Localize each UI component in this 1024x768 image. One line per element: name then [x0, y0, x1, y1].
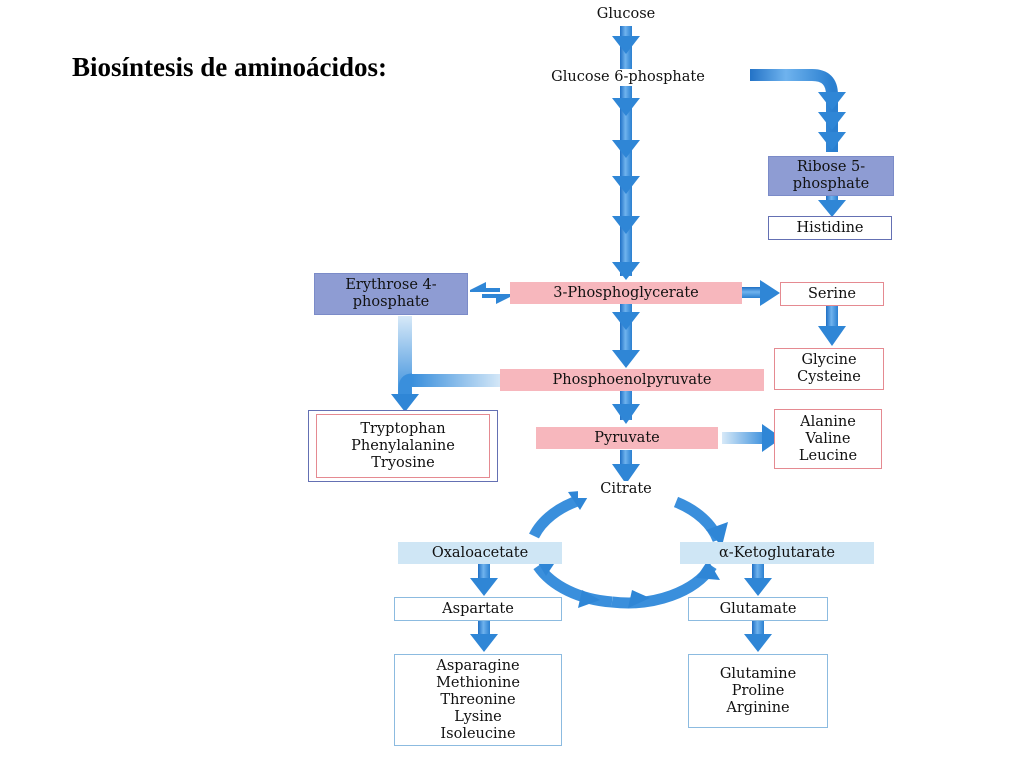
- node-aspartate: Aspartate: [394, 597, 562, 621]
- trunk-arrow-glucose-to-3pg: [612, 26, 640, 280]
- node-aromatic-amino-acids: Tryptophan Phenylalanine Tryosine: [316, 414, 490, 478]
- node-alanine-label: Alanine: [800, 413, 856, 430]
- arrow-erythrose-3pg: [470, 282, 512, 304]
- arrow-serine-to-glycine: [818, 306, 846, 346]
- node-aspartate-family: Asparagine Methionine Threonine Lysine I…: [394, 654, 562, 746]
- arrow-glutamate-to-family: [744, 620, 772, 652]
- node-histidine: Histidine: [768, 216, 892, 240]
- node-threonine-label: Threonine: [440, 691, 516, 708]
- node-glycine-cysteine: Glycine Cysteine: [774, 348, 884, 390]
- node-phenylalanine-label: Phenylalanine: [351, 437, 455, 454]
- node-tryptophan-label: Tryptophan: [360, 420, 446, 437]
- node-ribose-line-1: Ribose 5-: [796, 159, 866, 175]
- arrow-erythrose-pep-to-aromatic: [391, 316, 502, 412]
- node-phosphoenolpyruvate: Phosphoenolpyruvate: [500, 369, 764, 391]
- node-citrate: Citrate: [578, 481, 674, 498]
- node-glutamine-label: Glutamine: [719, 665, 797, 682]
- arrow-3pg-to-pep: [612, 304, 640, 368]
- node-oxaloacetate: Oxaloacetate: [398, 542, 562, 564]
- arrow-oxaloacetate-to-aspartate: [470, 564, 498, 596]
- node-alanine-valine-leucine: Alanine Valine Leucine: [774, 409, 882, 469]
- node-3-phosphoglycerate: 3-Phosphoglycerate: [510, 282, 742, 304]
- node-lysine-label: Lysine: [454, 708, 502, 725]
- arrow-pep-to-pyruvate: [612, 390, 640, 424]
- node-methionine-label: Methionine: [436, 674, 520, 691]
- node-pyruvate: Pyruvate: [536, 427, 718, 449]
- arrow-g6p-to-ribose: [748, 69, 846, 152]
- arrow-pyruvate-to-alanine: [722, 424, 782, 452]
- node-cysteine-label: Cysteine: [797, 369, 861, 385]
- node-glucose: Glucose: [596, 6, 656, 22]
- node-ribose-5-phosphate: Ribose 5- phosphate: [768, 156, 894, 196]
- node-glycine-label: Glycine: [801, 352, 857, 368]
- arrow-ribose-to-histidine: [818, 194, 846, 217]
- node-glutamate-family: Glutamine Proline Arginine: [688, 654, 828, 728]
- node-glucose-6-phosphate: Glucose 6-phosphate: [506, 69, 750, 86]
- node-valine-label: Valine: [805, 430, 851, 447]
- node-erythrose-4-phosphate: Erythrose 4- phosphate: [314, 273, 468, 315]
- node-asparagine-label: Asparagine: [436, 657, 520, 674]
- node-glutamate: Glutamate: [688, 597, 828, 621]
- slide-title: Biosíntesis de aminoácidos:: [72, 52, 388, 82]
- node-serine: Serine: [780, 282, 884, 306]
- arrow-3pg-to-serine: [742, 280, 780, 306]
- arrow-ketoglutarate-to-glutamate: [744, 564, 772, 596]
- node-ribose-line-2: phosphate: [792, 176, 870, 192]
- node-arginine-label: Arginine: [726, 699, 790, 716]
- node-erythrose-line-1: Erythrose 4-: [345, 277, 437, 293]
- node-proline-label: Proline: [731, 682, 785, 699]
- node-alpha-ketoglutarate: α-Ketoglutarate: [680, 542, 874, 564]
- arrow-aspartate-to-family: [470, 620, 498, 652]
- node-leucine-label: Leucine: [798, 447, 858, 464]
- node-tryosine-label: Tryosine: [371, 454, 435, 471]
- arrow-pyruvate-to-citrate: [612, 450, 640, 484]
- node-isoleucine-label: Isoleucine: [440, 725, 516, 742]
- node-erythrose-line-2: phosphate: [352, 294, 430, 310]
